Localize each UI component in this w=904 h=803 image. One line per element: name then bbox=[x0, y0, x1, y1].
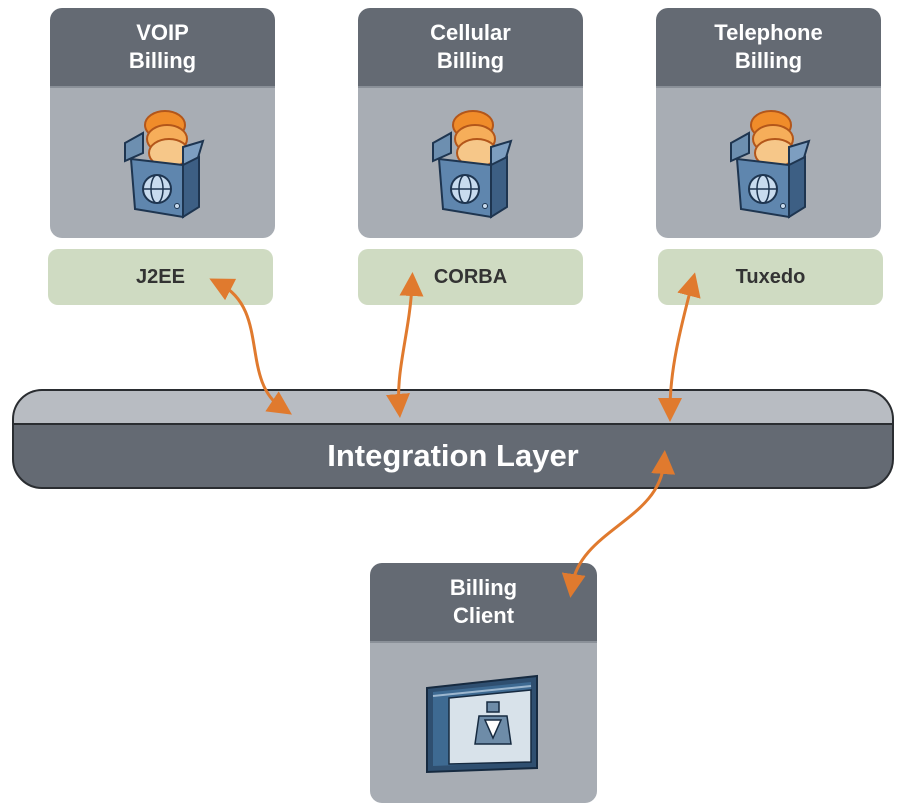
arrow-tuxedo-to-layer bbox=[658, 272, 701, 422]
voip-billing-title: VOIP Billing bbox=[50, 8, 275, 86]
cellular-billing-card: Cellular Billing bbox=[358, 8, 583, 238]
cellular-billing-title: Cellular Billing bbox=[358, 8, 583, 86]
billing-client-title: Billing Client bbox=[370, 563, 597, 641]
user-window-icon bbox=[425, 674, 538, 774]
arrow-j2ee-to-layer bbox=[209, 278, 292, 415]
telephone-billing-card: Telephone Billing bbox=[656, 8, 881, 238]
integration-layer: Integration Layer bbox=[12, 389, 894, 489]
arrow-corba-to-layer bbox=[386, 272, 424, 418]
billing-client-card: Billing Client bbox=[370, 563, 597, 803]
software-box-icon bbox=[431, 110, 512, 219]
telephone-billing-title: Telephone Billing bbox=[656, 8, 881, 86]
software-box-icon bbox=[729, 110, 810, 219]
integration-layer-label: Integration Layer bbox=[327, 438, 579, 473]
protocol-j2ee: J2EE bbox=[48, 249, 273, 305]
voip-billing-card: VOIP Billing bbox=[50, 8, 275, 238]
software-box-icon bbox=[123, 110, 204, 219]
arrow-layer-to-client bbox=[561, 450, 676, 598]
